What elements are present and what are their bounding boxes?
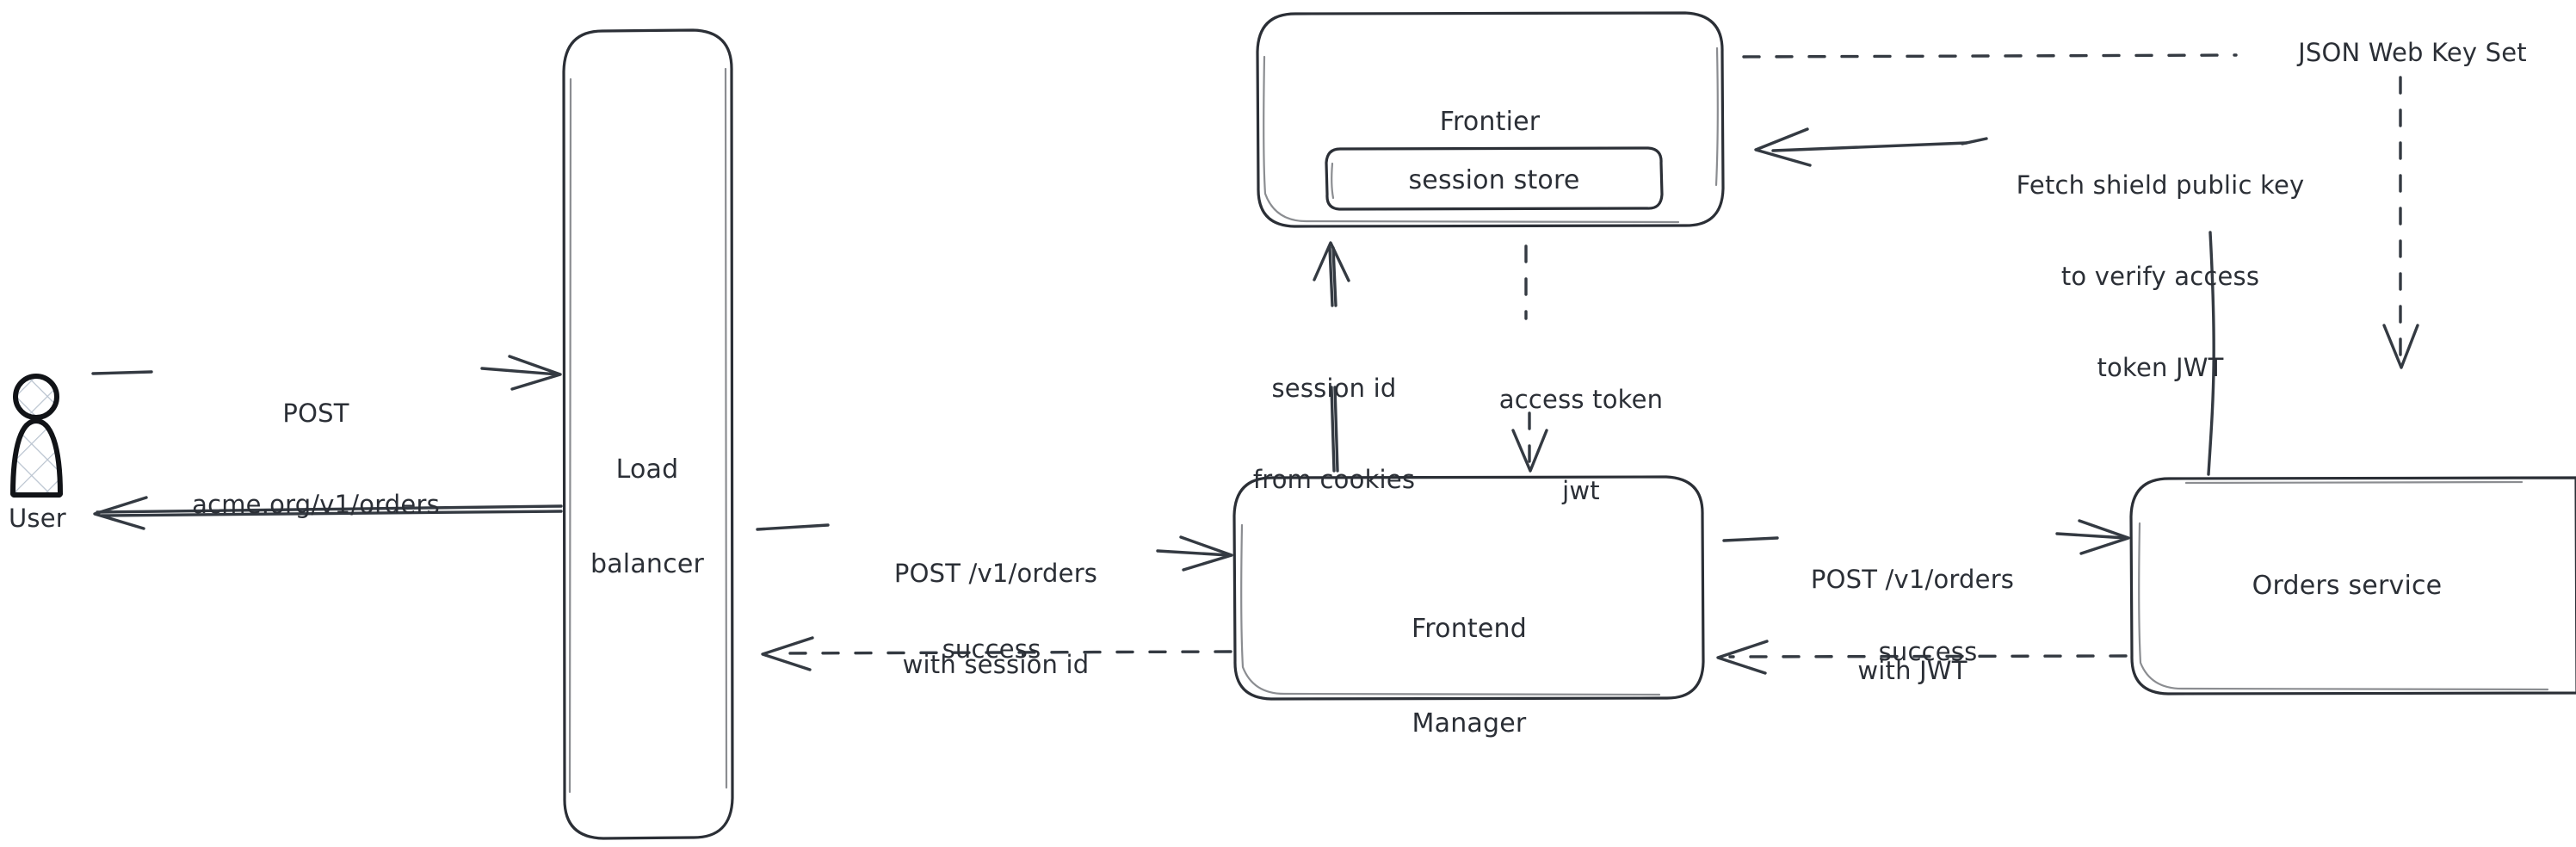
user-person-icon	[10, 374, 63, 498]
edge-label-session-id: session id	[1271, 373, 1397, 403]
user-actor-label: User	[9, 504, 66, 533]
edge-label-fetch-line2: to verify access	[2060, 261, 2260, 291]
session-store-label: session store	[1408, 165, 1580, 195]
frontend-manager-label: Frontend Manager	[1331, 551, 1607, 803]
edge-frontend-manager-to-frontier	[1313, 241, 1350, 473]
edge-label-fetch-shield-public-key: Fetch shield public key to verify access…	[1945, 109, 2375, 444]
frontend-manager-node[interactable]	[1232, 475, 1705, 701]
frontend-manager-label-line1: Frontend	[1412, 614, 1527, 645]
edge-user-to-load-balancer	[91, 355, 562, 391]
edge-jwks	[1742, 53, 2419, 369]
orders-service-node[interactable]	[2129, 476, 2576, 696]
load-balancer-label: Load balancer	[544, 392, 751, 644]
edge-label-user-to-load-balancer: POST acme.org/v1/orders	[135, 337, 497, 581]
edge-orders-service-to-frontend-manager	[1716, 640, 2128, 675]
edge-label-fetch-line3: token JWT	[2097, 353, 2224, 382]
edge-label-from-cookies: from cookies	[1252, 464, 1416, 494]
edge-label-access-token: access token	[1498, 384, 1664, 414]
edge-frontend-manager-to-orders-service	[1722, 519, 2130, 555]
edge-label-post-method: POST	[282, 398, 349, 428]
edge-load-balancer-to-user	[93, 496, 563, 530]
edge-label-json-web-key-set: JSON Web Key Set	[2298, 38, 2527, 67]
load-balancer-label-line1: Load	[615, 454, 679, 485]
edge-label-frontend-manager-to-orders-service: POST /v1/orders with JWT	[1732, 504, 2093, 747]
edge-label-fetch-line1: Fetch shield public key	[2016, 170, 2305, 200]
edge-frontend-manager-to-load-balancer	[761, 636, 1232, 671]
edge-label-post-orders-jwt: POST /v1/orders	[1810, 564, 2015, 594]
edge-load-balancer-to-frontend-manager	[756, 523, 1233, 572]
edge-orders-service-to-frontier	[1754, 127, 2215, 476]
edge-label-success-to-load-balancer: success	[942, 634, 1041, 664]
edge-label-success-to-frontend-manager: success	[1878, 637, 1978, 666]
frontier-node[interactable]	[1256, 11, 1725, 228]
edge-label-with-session-id: with session id	[902, 649, 1090, 679]
session-store-node[interactable]	[1325, 146, 1664, 211]
edge-label-load-balancer-to-frontend-manager: POST /v1/orders with session id	[815, 498, 1177, 741]
edge-label-session-id-from-cookies: session id from cookies	[1196, 312, 1472, 556]
edge-frontier-to-frontend-manager	[1511, 244, 1548, 473]
edge-label-access-token-jwt: access token jwt	[1443, 324, 1719, 567]
edge-label-with-jwt: with JWT	[1857, 655, 1968, 685]
frontier-label: Frontier	[1439, 107, 1541, 137]
load-balancer-label-line2: balancer	[590, 548, 705, 579]
orders-service-label: Orders service	[2252, 571, 2443, 601]
edge-label-jwt: jwt	[1562, 475, 1600, 505]
load-balancer-node[interactable]	[562, 28, 734, 840]
frontend-manager-label-line2: Manager	[1412, 708, 1527, 739]
edge-label-post-orders-session: POST /v1/orders	[893, 558, 1098, 588]
edge-label-post-url: acme.org/v1/orders	[192, 489, 440, 519]
